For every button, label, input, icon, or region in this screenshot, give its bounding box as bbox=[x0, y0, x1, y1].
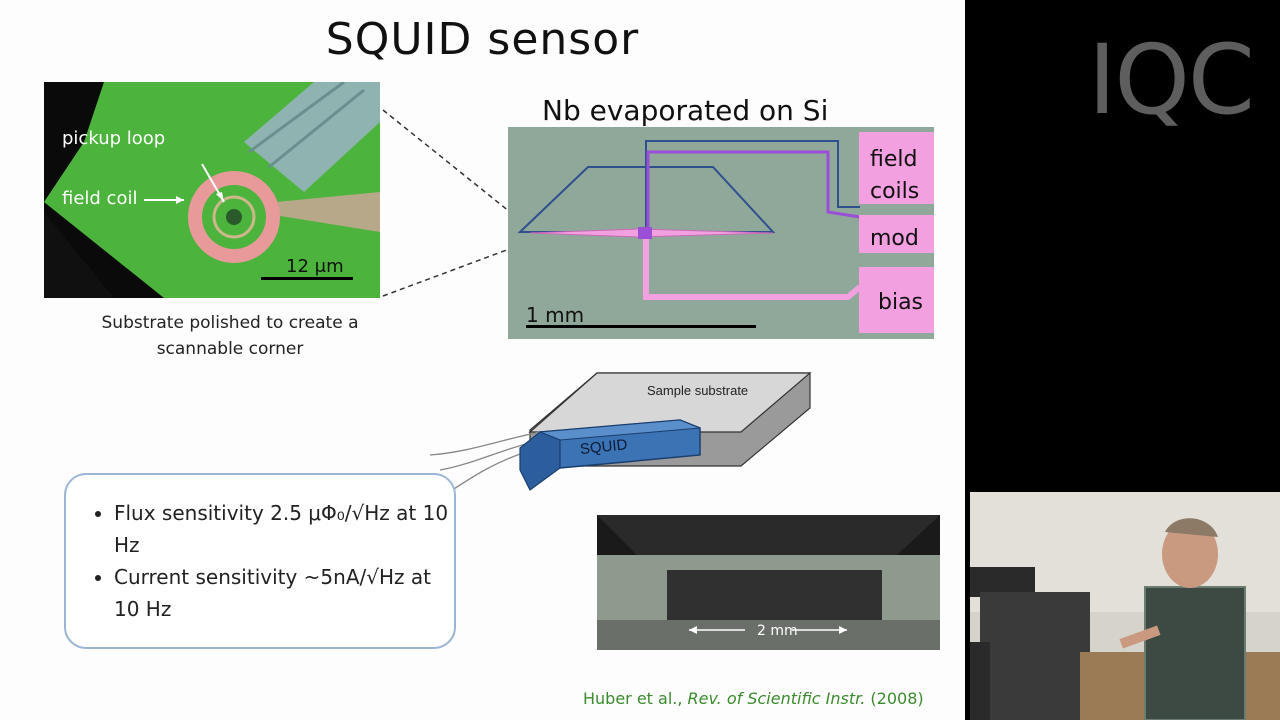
bullet-current: Current sensitivity ~5nA/√Hz at 10 Hz bbox=[114, 561, 454, 625]
speaker-scene bbox=[970, 492, 1280, 720]
speaker-video-inset bbox=[970, 492, 1280, 720]
citation-journal: Rev. of Scientific Instr. bbox=[688, 689, 866, 708]
citation-authors: Huber et al., bbox=[583, 689, 688, 708]
slide: SQUID sensor pickup loop field coil 12 μ… bbox=[0, 0, 965, 720]
sample-substrate-label: Sample substrate bbox=[647, 383, 748, 398]
citation: Huber et al., Rev. of Scientific Instr. … bbox=[583, 689, 924, 708]
photo-scale-label: 2 mm bbox=[757, 623, 798, 639]
bullet-flux: Flux sensitivity 2.5 μΦ₀/√Hz at 10 Hz bbox=[114, 497, 454, 561]
citation-year: (2008) bbox=[865, 689, 923, 708]
iqc-logo: IQC bbox=[1088, 24, 1253, 136]
squid-photo: 2 mm bbox=[597, 515, 940, 650]
sensitivity-bullets: Flux sensitivity 2.5 μΦ₀/√Hz at 10 Hz Cu… bbox=[64, 473, 456, 649]
